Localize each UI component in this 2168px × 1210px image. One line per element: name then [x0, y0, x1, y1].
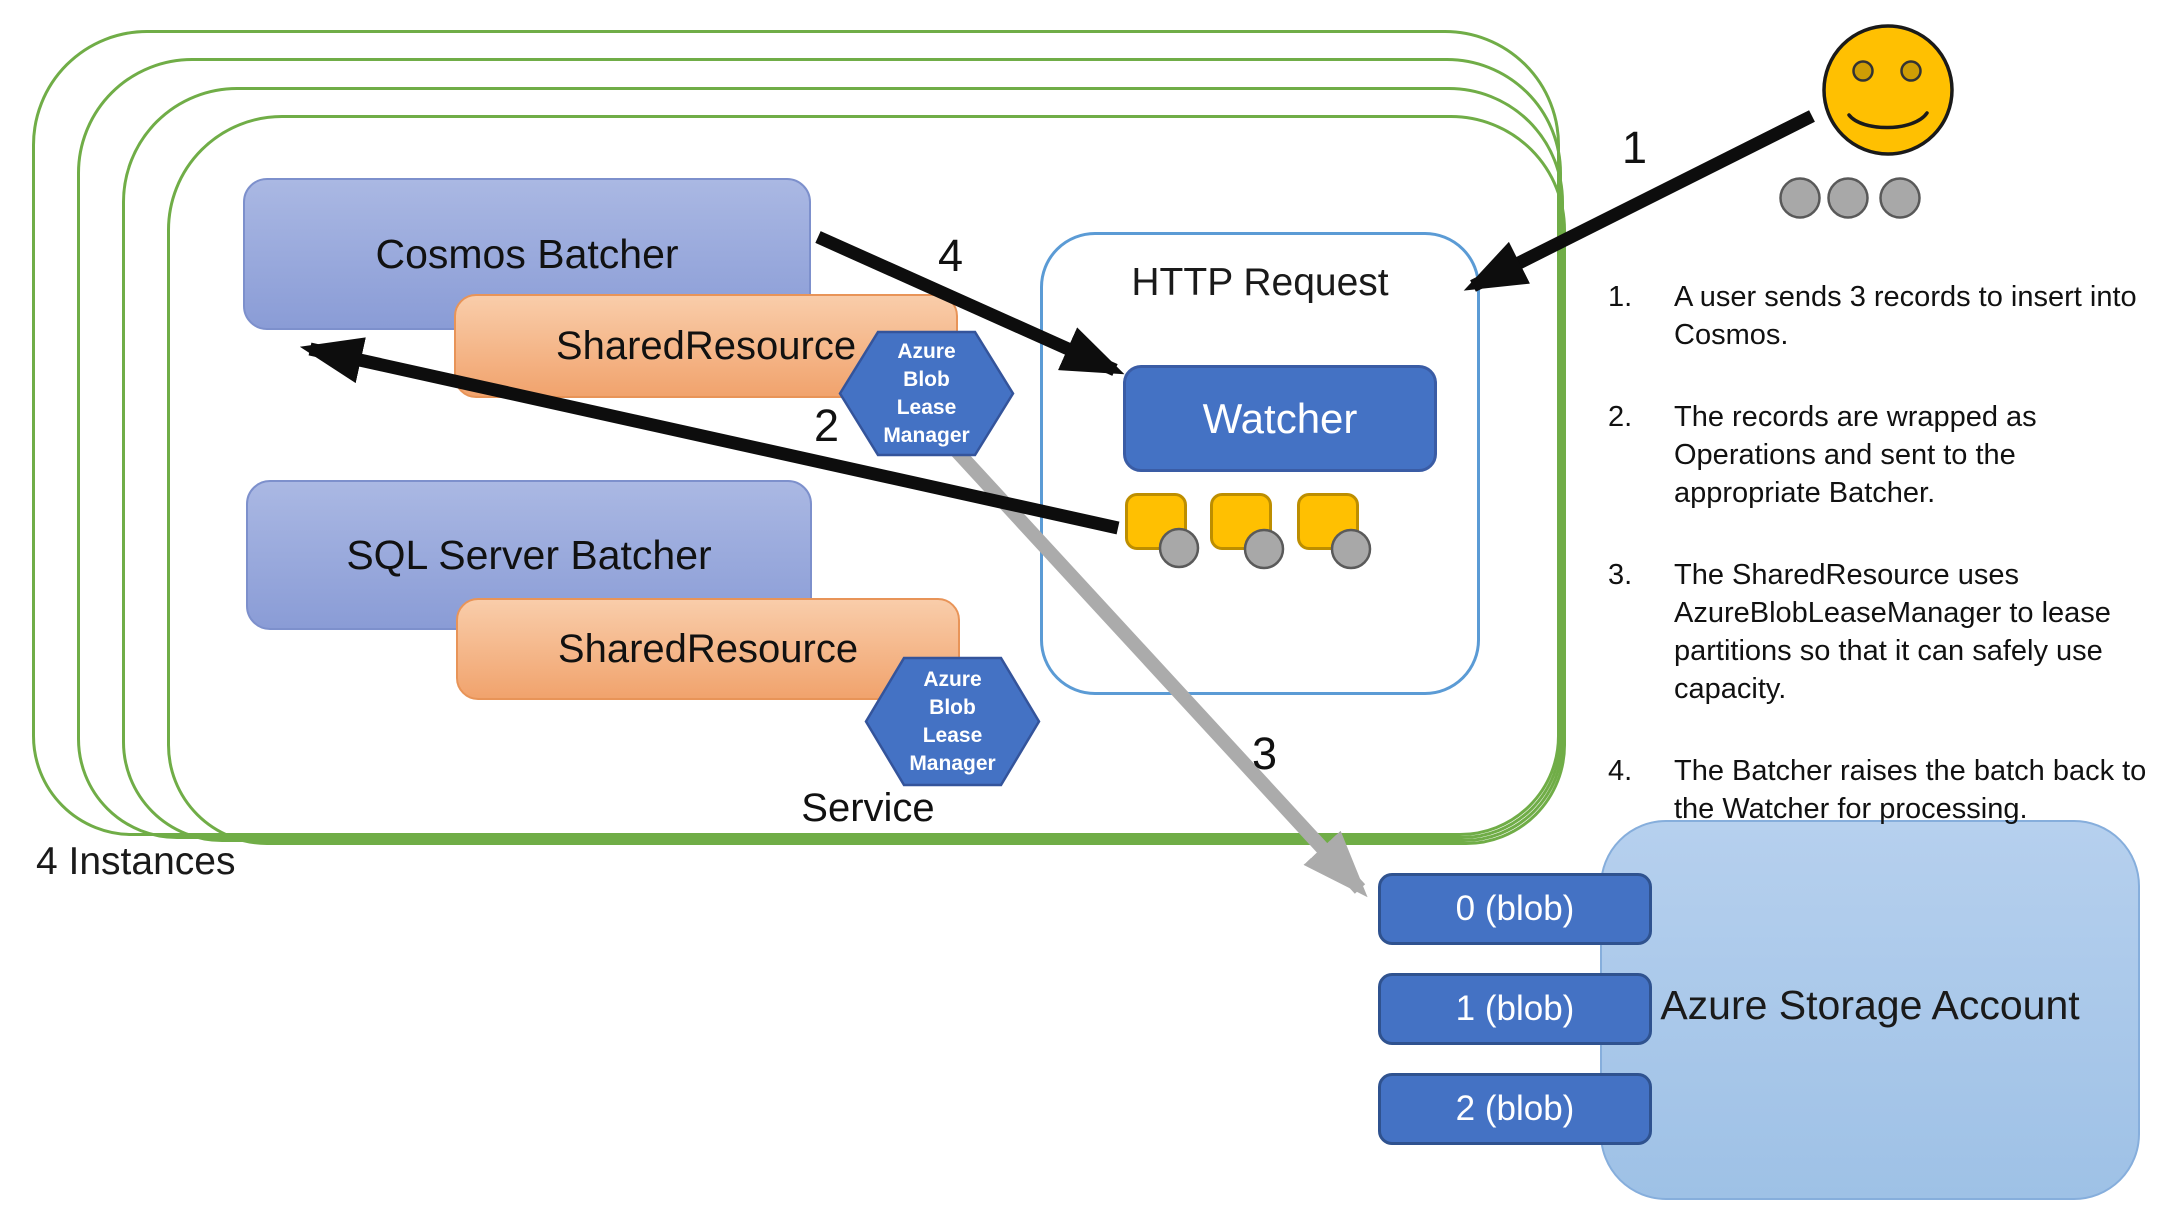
- watcher-label: Watcher: [1202, 394, 1358, 442]
- arrow-1-label: 1: [1622, 122, 1648, 173]
- step-text: A user sends 3 records to insert into Co…: [1674, 281, 2137, 351]
- http-request-title: HTTP Request: [1131, 261, 1389, 304]
- instance-outline-2: [77, 58, 1562, 839]
- arrow-2-label: 2: [814, 400, 840, 451]
- record-square-1: [1125, 493, 1187, 550]
- cosmos-batcher-node: Cosmos Batcher: [243, 178, 811, 330]
- blob-1: 1 (blob): [1378, 973, 1652, 1045]
- blob-2: 2 (blob): [1378, 1073, 1652, 1145]
- step-item-4: 4. The Batcher raises the batch back to …: [1608, 752, 2168, 828]
- blob-2-label: 2 (blob): [1455, 1089, 1575, 1128]
- arrow-3-label: 3: [1252, 728, 1278, 779]
- step-text: The Batcher raises the batch back to the…: [1674, 755, 2147, 825]
- blob-0: 0 (blob): [1378, 873, 1652, 945]
- instance-outline-3: [122, 87, 1564, 842]
- step-number: 4.: [1608, 755, 1633, 787]
- arrow-4-label: 4: [938, 230, 964, 281]
- record-square-3: [1297, 493, 1359, 550]
- smiley-mouth: [1847, 111, 1929, 130]
- storage-account-title: Azure Storage Account: [1660, 981, 2080, 1028]
- step-item-2: 2. The records are wrapped as Operations…: [1608, 398, 2168, 512]
- step-item-3: 3. The SharedResource uses AzureBlobLeas…: [1608, 556, 2168, 708]
- azure-blob-lease-manager-label-2: Azure Blob Lease Manager: [909, 667, 996, 775]
- user-smiley-icon: [1822, 24, 1954, 156]
- step-item-1: 1. A user sends 3 records to insert into…: [1608, 278, 2168, 354]
- instances-count-label: 4 Instances: [36, 840, 236, 883]
- azure-blob-lease-manager-label-1: Azure Blob Lease Manager: [883, 339, 970, 447]
- smiley-right-eye: [1900, 60, 1922, 82]
- watcher-node: Watcher: [1123, 365, 1437, 472]
- instance-outline-1: [32, 30, 1560, 836]
- storage-account-node: [1600, 820, 2140, 1200]
- step-number: 1.: [1608, 281, 1633, 313]
- user-records-dots-icon: [1779, 177, 1921, 219]
- record-dot: [1779, 177, 1821, 219]
- shared-resource-label-2: SharedResource: [557, 626, 859, 671]
- record-dot: [1827, 177, 1869, 219]
- sql-server-batcher-label: SQL Server Batcher: [346, 531, 712, 578]
- blob-1-label: 1 (blob): [1455, 989, 1575, 1028]
- step-text: The records are wrapped as Operations an…: [1674, 401, 2037, 509]
- step-text: The SharedResource uses AzureBlobLeaseMa…: [1674, 559, 2111, 705]
- cosmos-batcher-label: Cosmos Batcher: [375, 230, 679, 277]
- smiley-left-eye: [1852, 60, 1874, 82]
- step-number: 2.: [1608, 401, 1633, 433]
- shared-resource-label-1: SharedResource: [555, 323, 857, 368]
- record-square-2: [1210, 493, 1272, 550]
- step-number: 3.: [1608, 559, 1633, 591]
- service-container: [167, 115, 1566, 845]
- record-dot: [1879, 177, 1921, 219]
- blob-0-label: 0 (blob): [1455, 889, 1575, 928]
- steps-list: 1. A user sends 3 records to insert into…: [1608, 278, 2168, 872]
- service-label: Service: [801, 786, 935, 830]
